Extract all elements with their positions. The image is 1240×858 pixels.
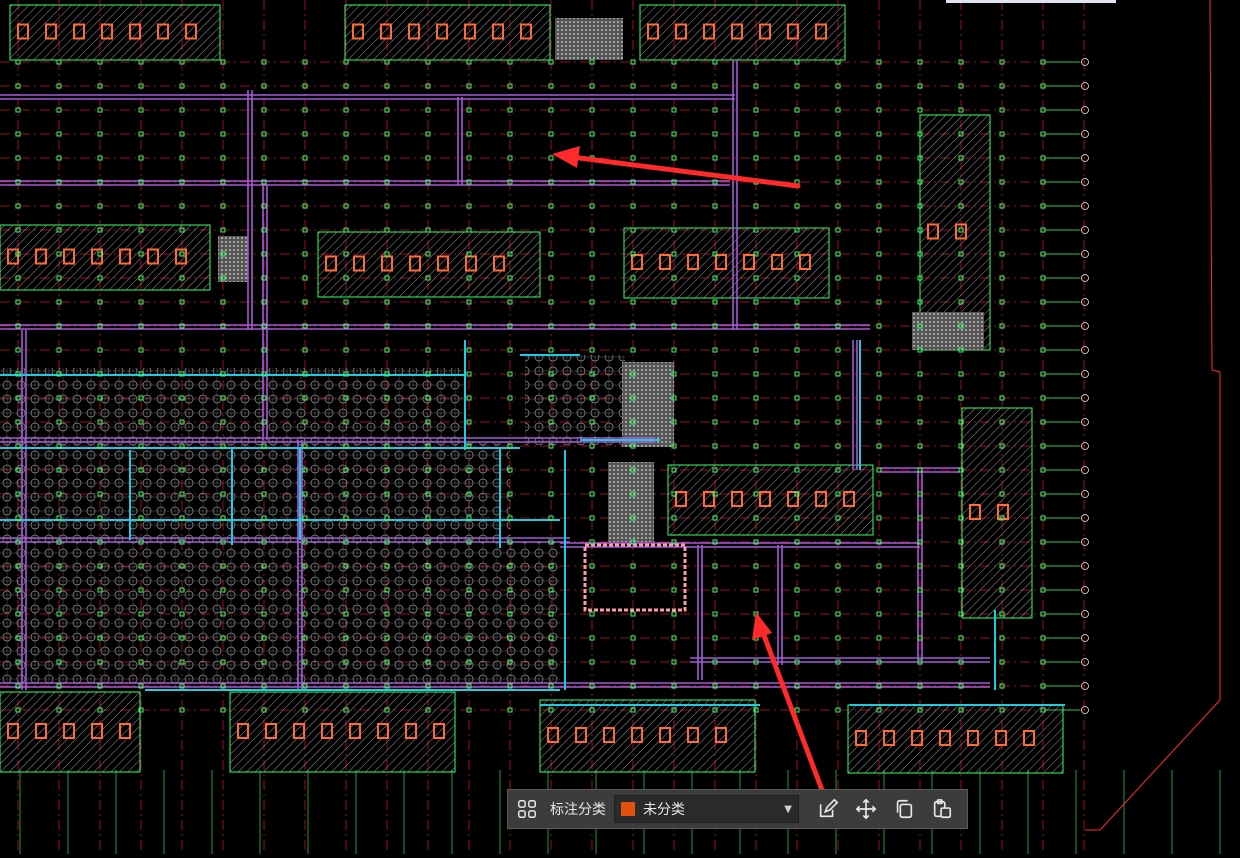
annotation-toolbar: 标注分类 未分类 ▼ (507, 789, 968, 829)
column-markers (15, 59, 1046, 713)
move-icon (855, 798, 877, 820)
move-button[interactable] (847, 790, 885, 828)
paste-icon (933, 799, 952, 819)
beam-lines (0, 60, 990, 690)
edit-button[interactable] (809, 790, 847, 828)
copy-icon (896, 799, 913, 819)
edit-icon (819, 798, 839, 818)
hatched-zones (0, 4, 1064, 774)
chevron-down-icon: ▼ (784, 803, 792, 815)
copy-button[interactable] (885, 790, 923, 828)
site-boundary (1085, 0, 1221, 831)
wall-lines (0, 340, 1065, 706)
paste-button[interactable] (923, 790, 961, 828)
category-label: 标注分类 (550, 802, 606, 818)
category-value: 未分类 (643, 802, 685, 818)
axis-bubbles (1045, 58, 1089, 714)
annotation-arrows (552, 146, 825, 793)
grid-apps-button[interactable] (508, 790, 546, 828)
category-color-swatch (621, 802, 635, 816)
category-select[interactable]: 未分类 ▼ (614, 795, 799, 823)
window-top-edge (946, 0, 1116, 3)
grid-apps-icon (518, 800, 536, 818)
